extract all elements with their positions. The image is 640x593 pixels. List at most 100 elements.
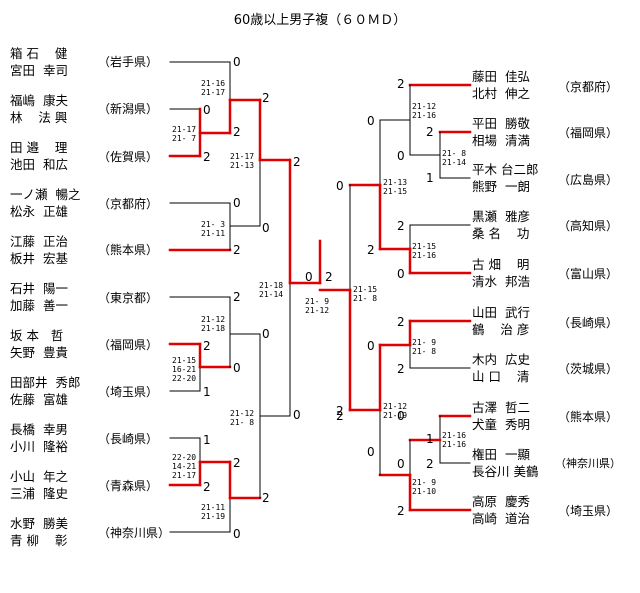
- match-score: 0: [262, 221, 270, 235]
- player-name: 池田 和広: [10, 157, 68, 172]
- player-name: 長谷川 美鶴: [472, 464, 539, 479]
- player-name: 鶴 治 彦: [472, 322, 530, 337]
- game-scores: 21-15 21-16: [412, 242, 437, 260]
- game-scores: 21-11 21-19: [201, 503, 226, 521]
- match-score: 2: [426, 125, 434, 139]
- player-name: 林 法 興: [10, 110, 68, 125]
- page-title: 60歳以上男子複（６０ＭＤ）: [233, 13, 407, 28]
- player-name: 北村 伸之: [472, 86, 530, 101]
- match-score: 2: [397, 315, 405, 329]
- player-name: 坂 本 哲: [10, 328, 64, 343]
- match-score: 0: [397, 267, 405, 281]
- game-scores: 21-13 21-15: [383, 178, 408, 196]
- prefecture-label: （神奈川県）: [555, 457, 621, 470]
- prefecture-label: （茨城県）: [558, 362, 619, 376]
- player-name: 宮田 幸司: [10, 63, 68, 78]
- match-score: 1: [203, 433, 211, 447]
- match-score: 0: [233, 55, 241, 69]
- player-name: 桑 名 功: [472, 226, 530, 241]
- player-name: 木内 広史: [472, 352, 530, 367]
- match-score: 0: [397, 409, 405, 423]
- match-score: 0: [367, 445, 375, 459]
- match-score: 0: [336, 179, 344, 193]
- match-score: 0: [293, 408, 301, 422]
- prefecture-label: （青森県）: [98, 479, 159, 493]
- player-name: 田部井 秀郎: [10, 375, 81, 390]
- prefecture-label: （埼玉県）: [98, 385, 159, 399]
- match-score: 2: [426, 457, 434, 471]
- prefecture-label: （熊本県）: [98, 243, 159, 257]
- prefecture-label: （埼玉県）: [558, 504, 619, 518]
- match-score: 2: [262, 491, 270, 505]
- match-score: 2: [203, 480, 211, 494]
- game-scores: 21-15 16-21 22-20: [172, 356, 197, 383]
- player-name: 矢野 豊貴: [10, 345, 68, 360]
- game-scores: 21-17 21-13: [230, 152, 255, 170]
- match-score: 0: [305, 270, 313, 284]
- game-scores: 22-20 14-21 21-17: [172, 453, 197, 480]
- game-scores: 21- 3 21-11: [201, 220, 226, 238]
- prefecture-label: （高知県）: [558, 219, 619, 233]
- match-score: 1: [203, 385, 211, 399]
- player-name: 石井 陽一: [10, 281, 68, 296]
- game-scores: 21-12 21-16: [412, 102, 437, 120]
- prefecture-label: （京都府）: [98, 197, 159, 211]
- player-name: 小山 年之: [10, 469, 68, 484]
- match-score: 0: [367, 114, 375, 128]
- match-score: 0: [233, 361, 241, 375]
- player-name: 江藤 正治: [10, 234, 68, 249]
- match-score: 0: [203, 103, 211, 117]
- prefecture-label: （佐賀県）: [98, 150, 159, 164]
- player-name: 古澤 哲二: [472, 400, 530, 415]
- prefecture-label: （長崎県）: [98, 432, 159, 446]
- player-name: 古 畑 明: [472, 257, 530, 272]
- prefecture-label: （福岡県）: [558, 126, 619, 140]
- player-name: 権田 一顯: [472, 447, 530, 462]
- prefecture-label: （福岡県）: [98, 338, 159, 352]
- player-name: 箱 石 健: [10, 46, 68, 61]
- match-score: 0: [397, 149, 405, 163]
- player-name: 小川 隆裕: [10, 439, 68, 454]
- match-score: 2: [233, 290, 241, 304]
- prefecture-label: （神奈川県）: [98, 526, 171, 540]
- player-name: 福嶋 康夫: [10, 93, 68, 108]
- player-name: 加藤 善一: [10, 298, 68, 313]
- match-score: 2: [262, 91, 270, 105]
- match-score: 2: [203, 339, 211, 353]
- player-name: 板井 宏基: [10, 251, 68, 266]
- player-name: 松永 正雄: [10, 204, 68, 219]
- match-score: 2: [397, 219, 405, 233]
- prefecture-label: （東京都）: [98, 291, 159, 305]
- match-score: 2: [203, 150, 211, 164]
- player-name: 平木 台二郎: [472, 162, 539, 177]
- player-name: 水野 勝美: [10, 516, 68, 531]
- match-score: 2: [325, 270, 333, 284]
- game-scores: 21-12 21-18: [201, 315, 226, 333]
- prefecture-label: （新潟県）: [98, 102, 159, 116]
- match-score: 2: [397, 77, 405, 91]
- match-score: 2: [233, 125, 241, 139]
- match-score: 1: [426, 171, 434, 185]
- game-scores: 21-12 21- 8: [230, 409, 255, 427]
- match-score: 0: [397, 457, 405, 471]
- player-name: 平田 勝敬: [472, 116, 530, 131]
- match-score: 0: [233, 527, 241, 541]
- match-score: 2: [336, 404, 344, 418]
- match-score: 2: [336, 409, 344, 423]
- game-scores: 21-17 21- 7: [172, 125, 197, 143]
- player-name: 一ノ瀬 暢之: [10, 187, 81, 202]
- player-name: 相場 清満: [472, 133, 530, 148]
- player-name: 田 邉 理: [10, 140, 68, 155]
- player-name: 三浦 隆史: [10, 486, 68, 501]
- player-name: 清水 邦浩: [472, 274, 530, 289]
- match-score: 2: [233, 456, 241, 470]
- game-scores: 21- 9 21- 8: [412, 338, 437, 356]
- match-score: 2: [397, 362, 405, 376]
- match-score: 2: [233, 243, 241, 257]
- match-score: 0: [367, 339, 375, 353]
- match-score: 0: [233, 196, 241, 210]
- player-name: 山 口 清: [472, 369, 530, 384]
- game-scores: 21- 9 21-10: [412, 478, 437, 496]
